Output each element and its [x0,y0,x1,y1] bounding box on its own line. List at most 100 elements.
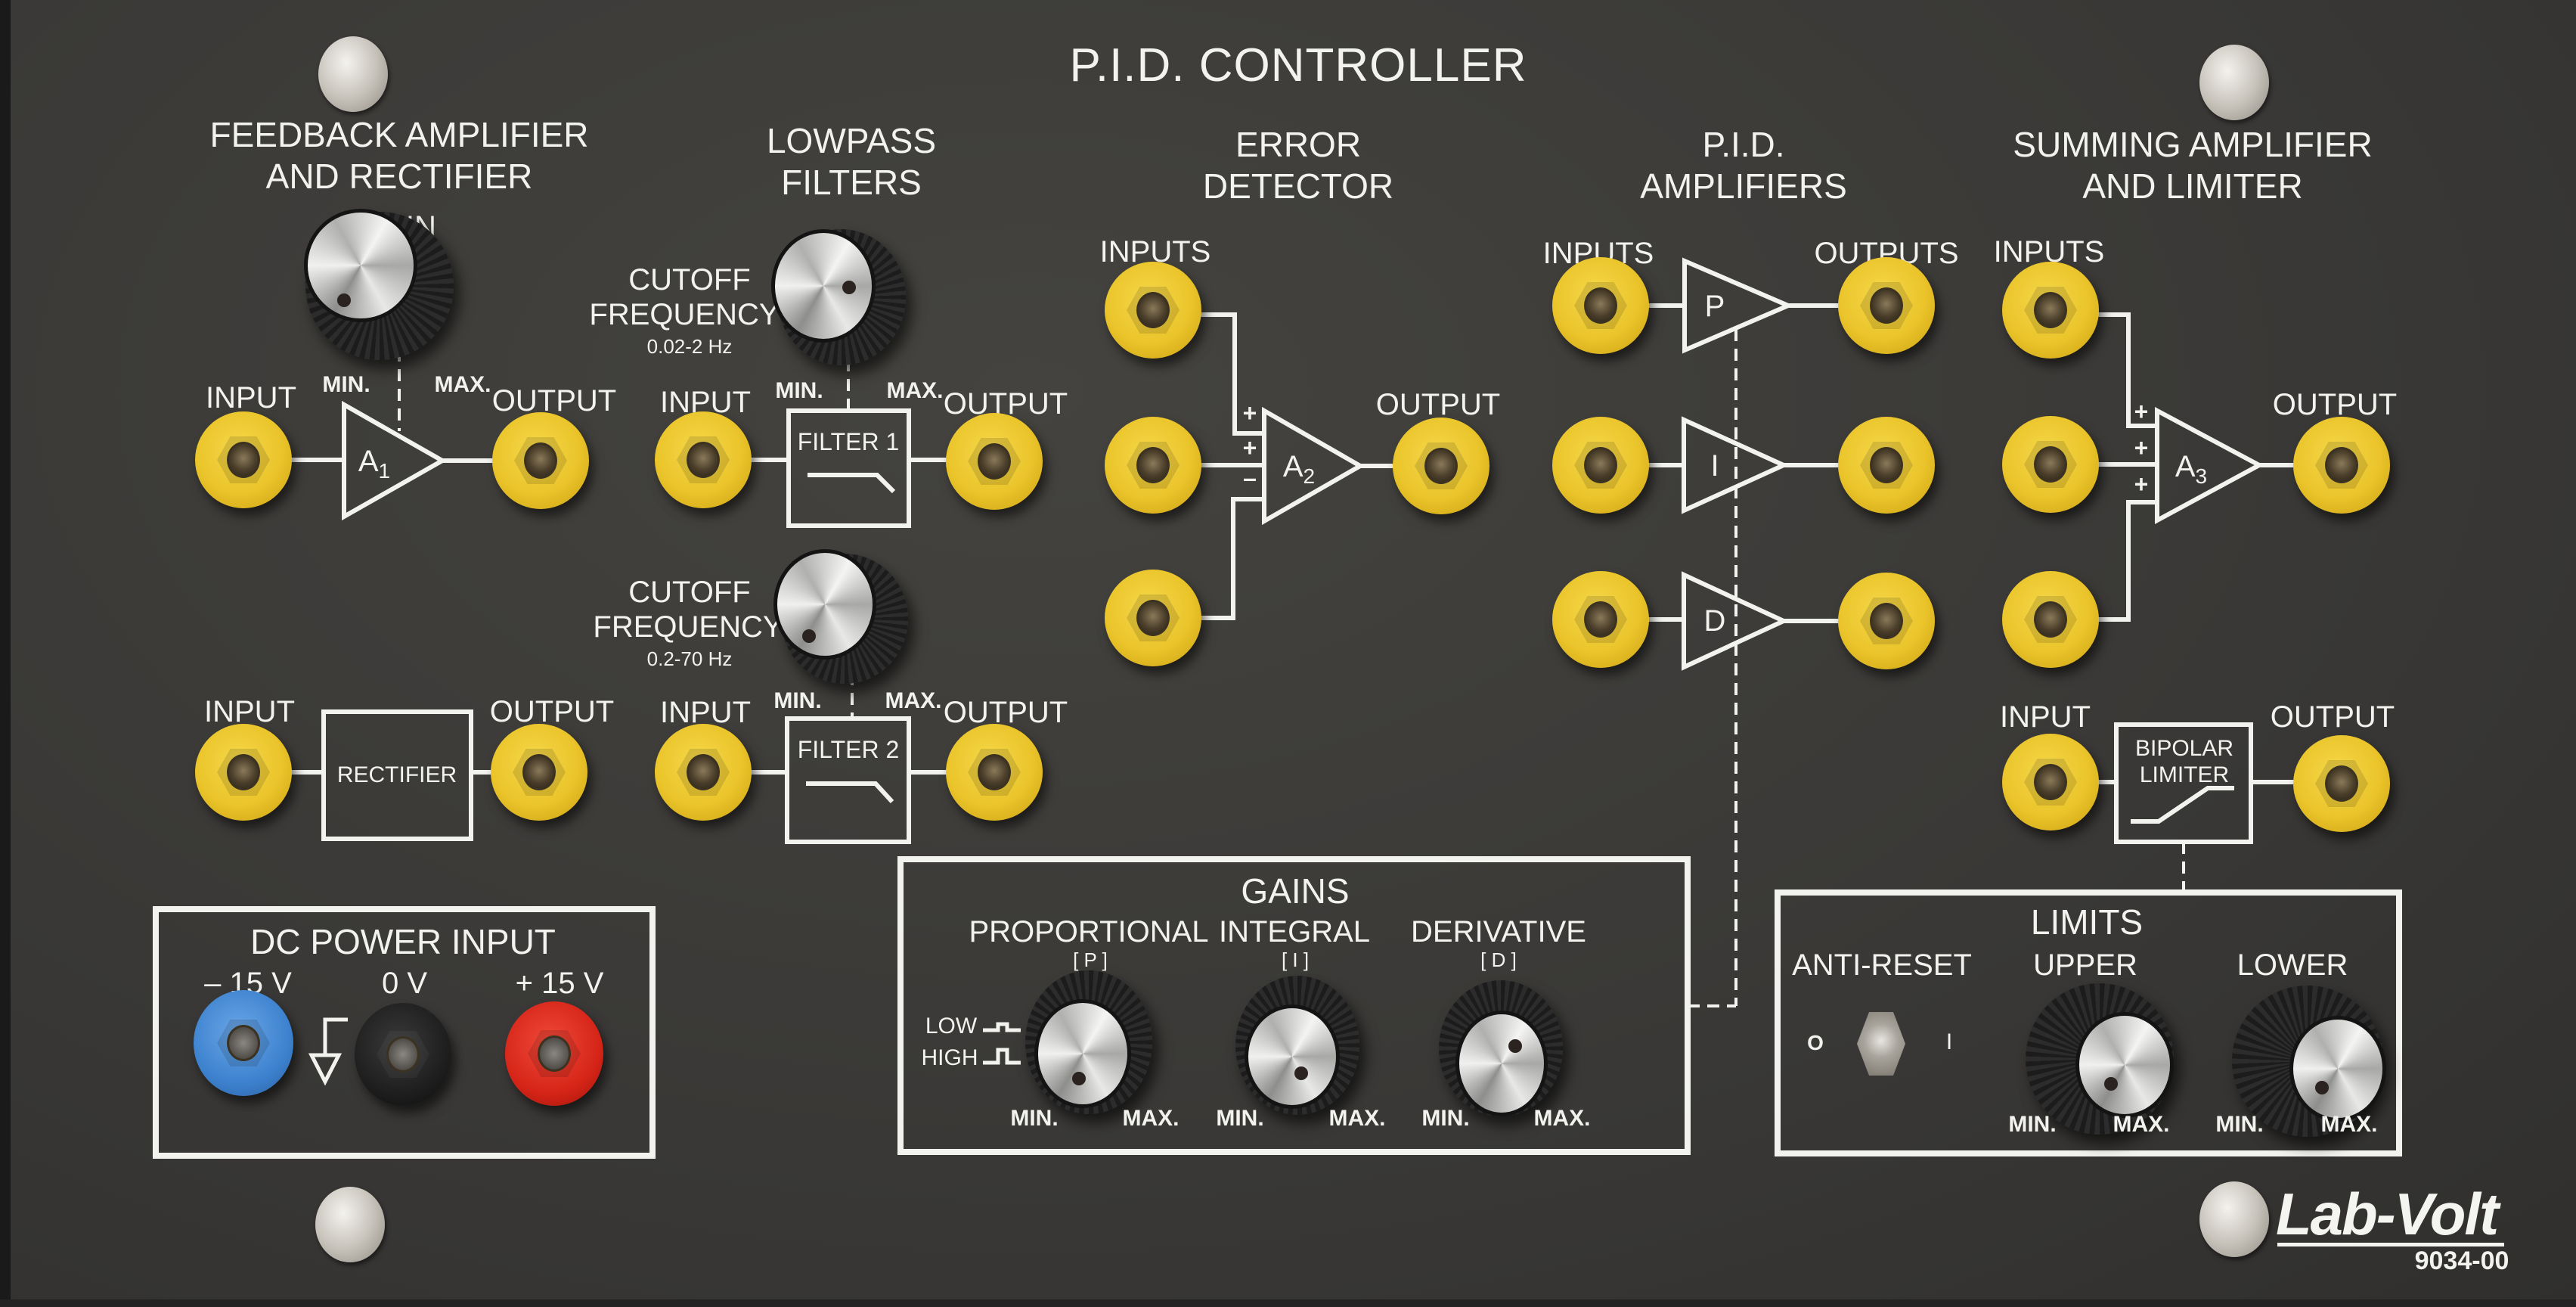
filter1-label: FILTER 1 [797,428,900,455]
a2-amp-label: A2 [1282,450,1316,488]
limiter-curve [2131,786,2234,824]
gain-p-knob[interactable] [1025,970,1152,1114]
gain-max-label: MAX. [434,372,491,397]
error-output-label: OUTPUT [1375,388,1501,421]
gain-p-max: MAX. [1122,1106,1180,1131]
limiter-output-jack[interactable] [2293,735,2390,832]
filter2-output-jack[interactable] [946,724,1043,821]
rectifier-output-jack[interactable] [491,724,587,821]
filter2-label: FILTER 2 [797,736,900,763]
pid-p-input-jack[interactable] [1552,257,1649,354]
a1-input-jack[interactable] [195,411,292,508]
gain-d-label: DERIVATIVE [1411,915,1586,948]
a1-output-jack[interactable] [492,412,589,509]
filter1-cutoff-label-line1: CUTOFF [628,263,751,296]
filter1-output-jack[interactable] [946,413,1043,510]
filter2-min-label: MIN. [773,688,822,713]
a3-sign-1: + [2134,398,2149,425]
filter2-output-label: OUTPUT [943,696,1068,729]
dc-ground-jack[interactable] [355,1003,451,1106]
error-detector-title-line1: ERROR [1235,125,1362,164]
filter2-cutoff-knob[interactable] [773,549,908,684]
gains-title: GAINS [1241,871,1350,911]
range-high-label: HIGH [921,1045,978,1070]
filter1-input-jack[interactable] [655,411,752,508]
gain-d-max: MAX. [1533,1106,1591,1131]
limiter-label-line2: LIMITER [2139,762,2230,787]
gain-min-label: MIN. [322,372,370,397]
a3-sign-3: + [2134,470,2149,498]
amp-p-label: P [1704,290,1725,323]
upper-limit-knob[interactable] [2026,983,2174,1135]
upper-limit-label: UPPER [2033,948,2137,982]
summing-title-line2: AND LIMITER [2082,166,2303,206]
a1-input-label: INPUT [206,381,296,414]
gain-i-max: MAX. [1328,1106,1386,1131]
pid-amplifiers-title-line2: AMPLIFIERS [1640,166,1847,206]
pid-d-output-jack[interactable] [1838,573,1935,669]
rectifier-output-label: OUTPUT [489,695,615,728]
amplifier-a1-symbol [342,400,448,521]
dc-neg15-jack[interactable] [194,990,293,1096]
dc-power-title: DC POWER INPUT [250,922,556,961]
high-range-icon [983,1048,1021,1065]
filter2-input-jack[interactable] [655,724,752,821]
model-number: 9034-00 [2414,1246,2509,1275]
gain-knob[interactable] [304,209,454,360]
amp-i-label: I [1710,449,1719,483]
gain-p-min: MIN. [1010,1106,1059,1131]
filter1-cutoff-label-line2: FREQUENCY [589,298,780,331]
limiter-input-jack[interactable] [2002,734,2099,830]
lower-limit-label: LOWER [2237,948,2348,982]
error-detector-title-line2: DETECTOR [1202,166,1394,206]
amp-d-label: D [1703,604,1726,638]
screw-icon [315,1187,385,1262]
a2-sign-2: + [1242,434,1257,461]
rectifier-label: RECTIFIER [336,762,457,787]
summing-output-jack[interactable] [2293,417,2390,514]
feedback-title-line1: FEEDBACK AMPLIFIER [209,115,589,154]
amplifier-a2-symbol [1262,406,1365,526]
gain-d-min: MIN. [1421,1106,1470,1131]
pid-d-input-jack[interactable] [1552,571,1649,668]
limiter-label-line1: BIPOLAR [2134,736,2234,761]
filter2-cutoff-label-line1: CUTOFF [628,576,751,609]
pid-p-output-jack[interactable] [1838,257,1935,354]
panel-left-edge [0,0,11,1307]
a1-amp-label: A1 [358,445,391,483]
summing-title-line1: SUMMING AMPLIFIER [2013,125,2373,164]
error-input-jack-2[interactable] [1105,417,1201,514]
dc-pos15-label: + 15 V [515,967,604,1000]
gain-p-label: PROPORTIONAL [969,915,1209,948]
gain-d-sub: [ D ] [1480,948,1517,971]
filter1-cutoff-knob[interactable] [771,229,906,365]
switch-on-label: I [1945,1029,1953,1054]
pid-i-input-jack[interactable] [1552,417,1649,514]
summing-input-jack-2[interactable] [2002,416,2099,513]
lower-limit-knob[interactable] [2232,986,2386,1137]
error-input-jack-3[interactable] [1105,570,1201,666]
panel-bottom-edge [0,1299,2576,1307]
upper-min-label: MIN. [2008,1112,2057,1137]
dc-pos15-jack[interactable] [505,1001,603,1106]
screw-icon [2199,45,2269,120]
filter1-max-label: MAX. [886,378,944,403]
gain-d-knob[interactable] [1439,980,1563,1116]
gains-frame [897,856,1691,1155]
error-input-jack-1[interactable] [1105,262,1201,359]
error-output-jack[interactable] [1393,418,1489,514]
feedback-title-line2: AND RECTIFIER [265,157,533,196]
amplifier-d-symbol [1682,571,1790,671]
a2-sign-3: – [1243,464,1257,492]
panel-title: P.I.D. CONTROLLER [1069,39,1527,92]
pid-i-output-jack[interactable] [1838,417,1935,514]
summing-input-jack-1[interactable] [2002,262,2099,359]
anti-reset-toggle-switch[interactable] [1857,1012,1905,1076]
a2-sign-1: + [1242,399,1257,427]
wire [2096,312,2157,428]
rectifier-input-jack[interactable] [195,724,292,821]
summing-input-jack-3[interactable] [2002,571,2099,668]
gain-i-knob[interactable] [1235,976,1359,1115]
lower-max-label: MAX. [2320,1112,2378,1137]
anti-reset-label: ANTI-RESET [1792,948,1972,982]
